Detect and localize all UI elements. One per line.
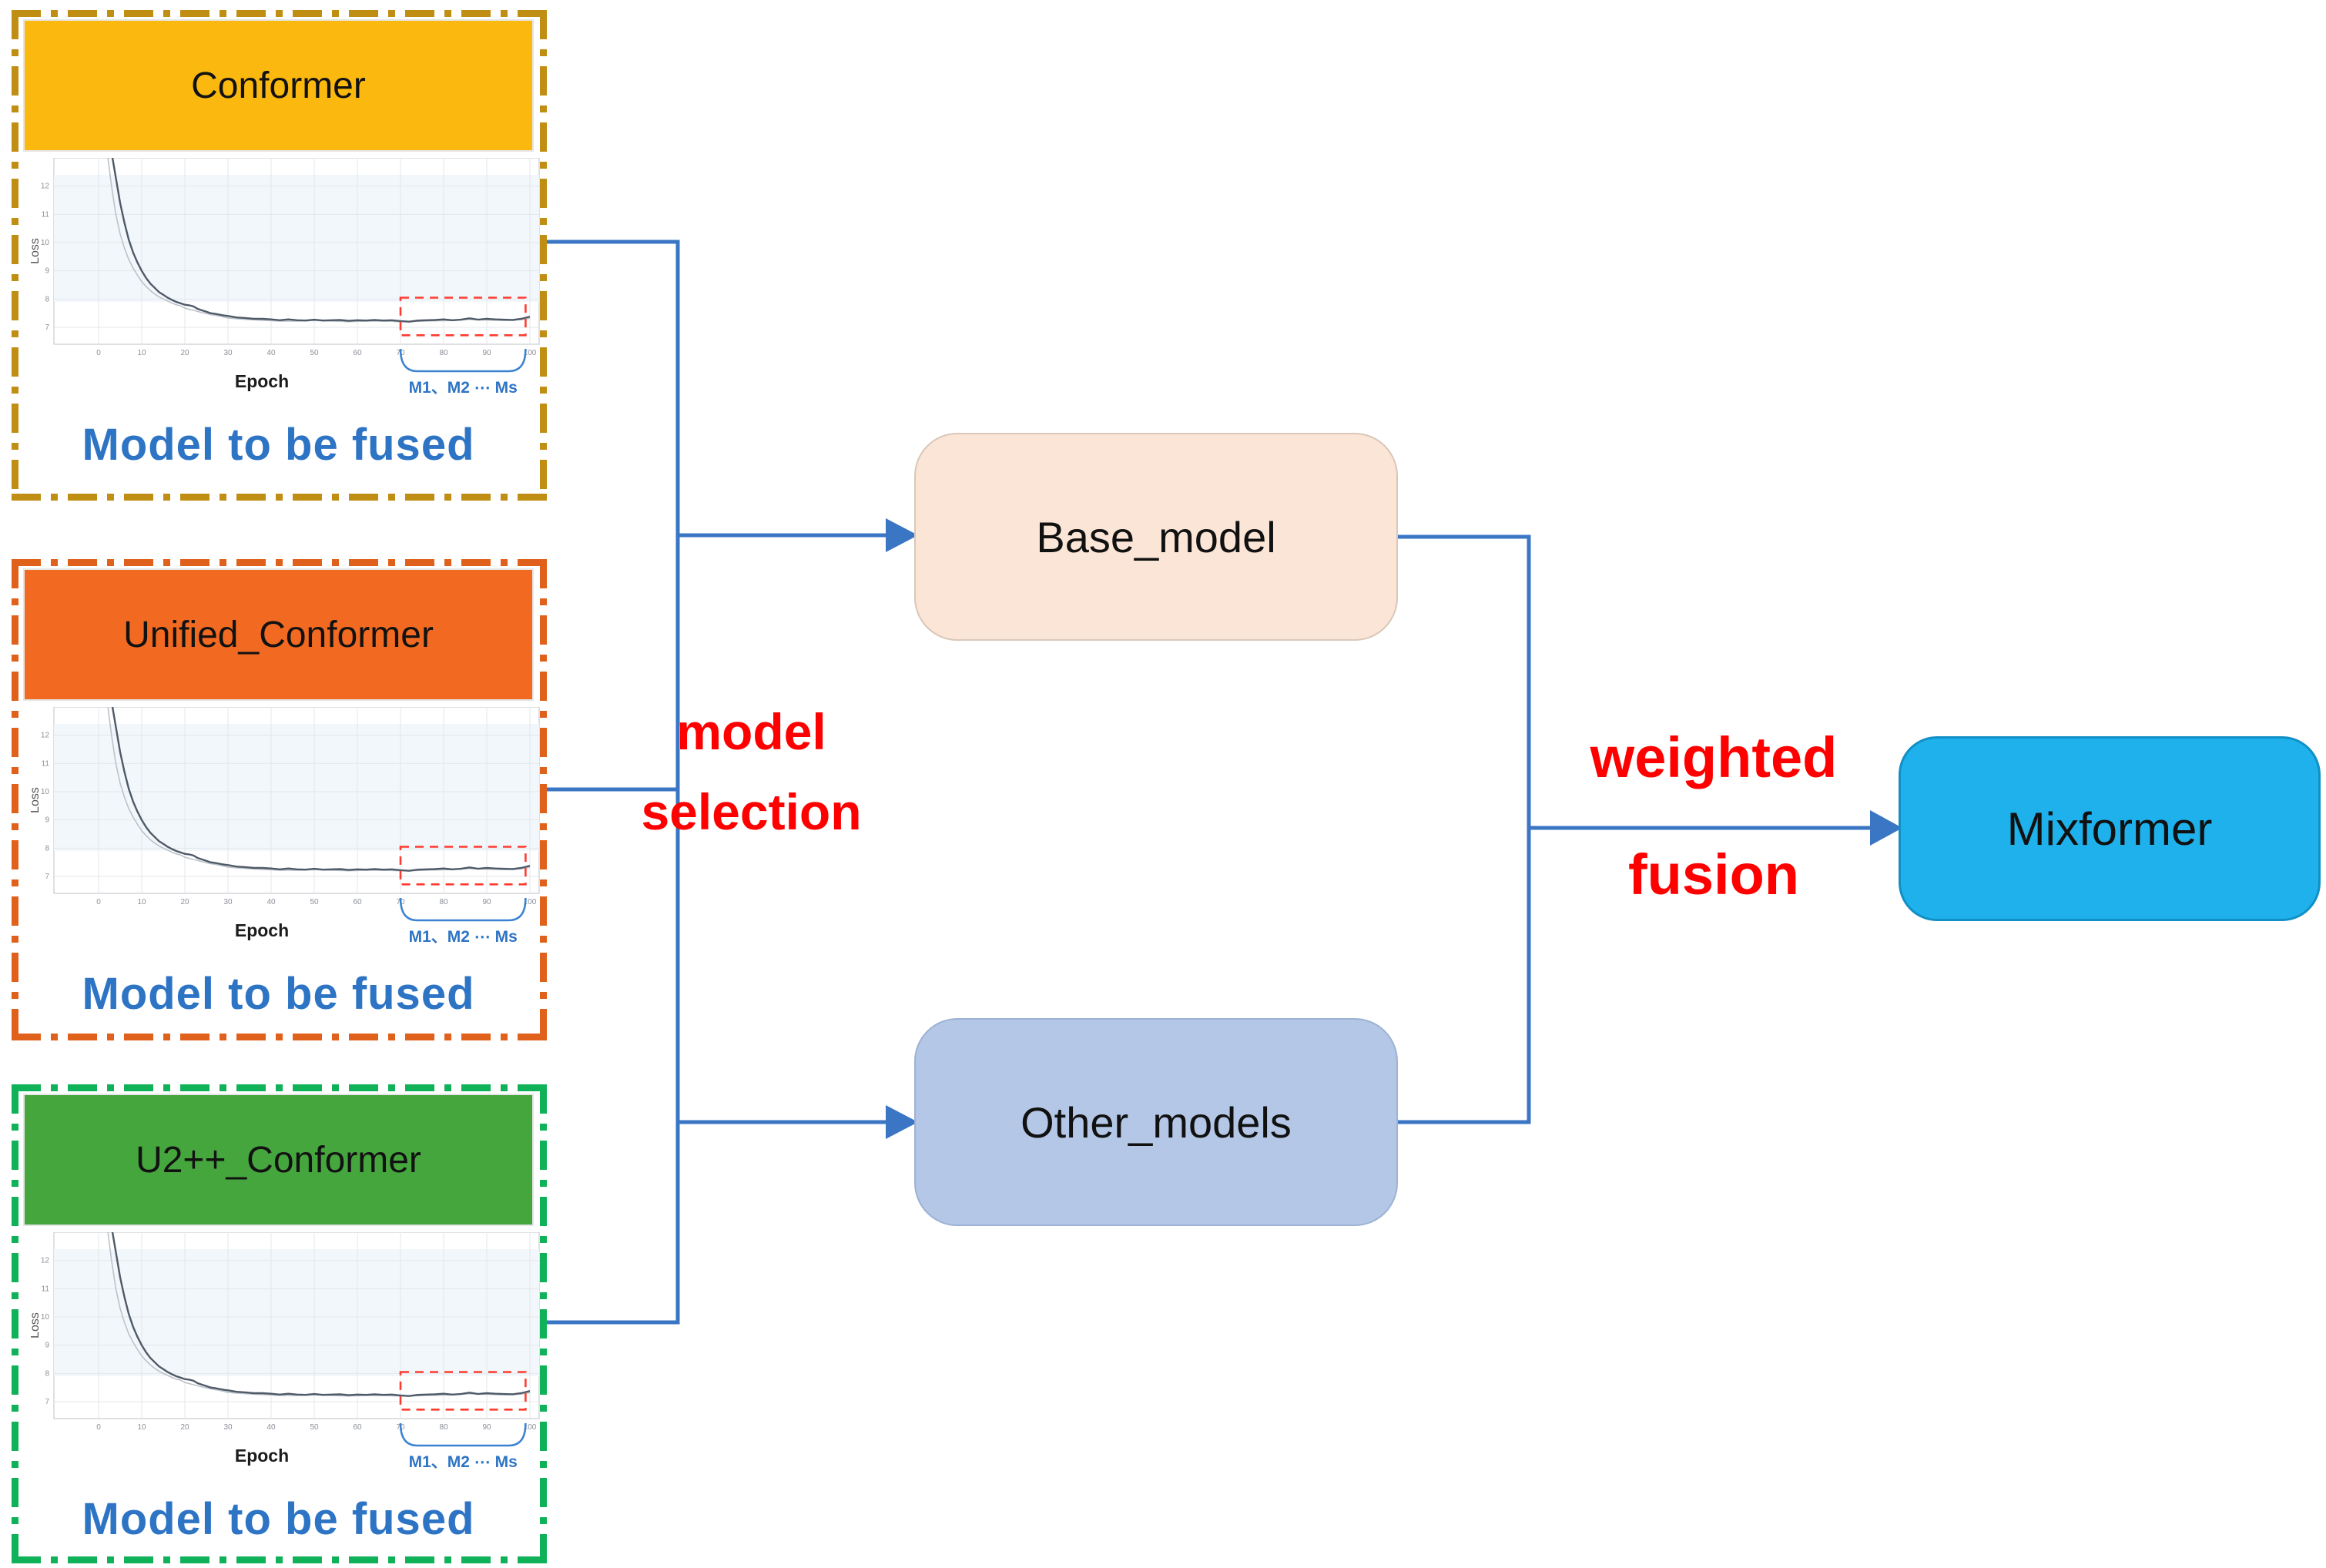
svg-text:60: 60 <box>353 1423 362 1432</box>
svg-text:100: 100 <box>524 349 537 357</box>
svg-text:100: 100 <box>524 1423 537 1432</box>
svg-text:10: 10 <box>137 1423 146 1432</box>
svg-text:80: 80 <box>439 898 448 906</box>
svg-text:Loss: Loss <box>31 787 42 813</box>
svg-text:11: 11 <box>42 1285 50 1293</box>
svg-text:9: 9 <box>45 1342 49 1350</box>
model-header-unified-conformer: Unified_Conformer <box>23 568 534 701</box>
panel-border-top <box>12 559 547 566</box>
svg-text:50: 50 <box>310 349 319 357</box>
base-model-arrowhead <box>886 518 918 552</box>
panel-border-bottom <box>12 494 547 501</box>
panel-border-top <box>12 10 547 17</box>
svg-text:7: 7 <box>45 873 49 881</box>
svg-text:8: 8 <box>45 1369 49 1378</box>
svg-text:30: 30 <box>223 898 233 906</box>
model-selection-label: model selection <box>584 692 919 852</box>
svg-text:0: 0 <box>96 349 101 357</box>
svg-text:7: 7 <box>45 1398 49 1406</box>
svg-text:50: 50 <box>310 898 319 906</box>
base-model-label: Base_model <box>1036 512 1276 561</box>
panel-border-left <box>12 10 18 501</box>
svg-text:10: 10 <box>41 788 50 796</box>
panel-border-bottom <box>12 1556 547 1563</box>
svg-text:40: 40 <box>266 349 276 357</box>
svg-text:12: 12 <box>41 183 50 191</box>
svg-text:12: 12 <box>41 1257 50 1265</box>
svg-text:100: 100 <box>524 898 537 906</box>
panel-caption: Model to be fused <box>82 1494 475 1544</box>
model-header-conformer: Conformer <box>23 19 534 152</box>
svg-text:9: 9 <box>45 267 49 276</box>
svg-text:12: 12 <box>41 732 50 740</box>
svg-text:80: 80 <box>439 1423 448 1432</box>
model-selection-line2: selection <box>641 783 862 840</box>
svg-text:90: 90 <box>482 898 491 906</box>
svg-text:11: 11 <box>42 759 50 768</box>
panel-border-left <box>12 1084 18 1563</box>
panel-caption: Model to be fused <box>82 969 475 1019</box>
model-header-u2pp-conformer: U2++_Conformer <box>23 1094 534 1226</box>
svg-text:Loss: Loss <box>31 238 42 264</box>
weighted-fusion-line2: fusion <box>1628 843 1799 906</box>
svg-text:Epoch: Epoch <box>235 920 289 940</box>
svg-text:M1、M2 ⋯ Ms: M1、M2 ⋯ Ms <box>409 379 518 397</box>
svg-text:10: 10 <box>137 349 146 357</box>
other-models-label: Other_models <box>1021 1097 1292 1147</box>
svg-text:M1、M2 ⋯ Ms: M1、M2 ⋯ Ms <box>409 928 518 946</box>
panel-border-left <box>12 559 18 1040</box>
svg-text:Epoch: Epoch <box>235 371 289 391</box>
model-selection-line1: model <box>676 703 826 760</box>
svg-text:Loss: Loss <box>31 1312 42 1338</box>
mixformer-node: Mixformer <box>1899 736 2321 921</box>
svg-text:30: 30 <box>223 349 233 357</box>
svg-text:10: 10 <box>137 898 146 906</box>
base-model-node: Base_model <box>914 433 1398 641</box>
svg-text:Epoch: Epoch <box>235 1446 289 1466</box>
svg-text:10: 10 <box>41 239 50 247</box>
svg-text:50: 50 <box>310 1423 319 1432</box>
weighted-fusion-label: weighted fusion <box>1529 699 1899 933</box>
svg-text:8: 8 <box>45 844 49 853</box>
svg-text:10: 10 <box>41 1313 50 1322</box>
svg-text:0: 0 <box>96 898 101 906</box>
fusion-collector-line <box>1398 534 1531 1124</box>
svg-text:90: 90 <box>482 349 491 357</box>
svg-text:8: 8 <box>45 295 49 303</box>
svg-text:20: 20 <box>180 1423 189 1432</box>
panel-border-top <box>12 1084 547 1091</box>
svg-text:60: 60 <box>353 349 362 357</box>
weighted-fusion-line1: weighted <box>1590 725 1838 789</box>
svg-text:30: 30 <box>223 1423 233 1432</box>
svg-text:20: 20 <box>180 349 189 357</box>
svg-text:80: 80 <box>439 349 448 357</box>
svg-text:90: 90 <box>482 1423 491 1432</box>
svg-text:M1、M2 ⋯ Ms: M1、M2 ⋯ Ms <box>409 1453 518 1471</box>
panel-border-bottom <box>12 1034 547 1040</box>
svg-text:9: 9 <box>45 816 49 825</box>
other-models-arrowhead <box>886 1105 918 1139</box>
svg-text:60: 60 <box>353 898 362 906</box>
svg-text:40: 40 <box>266 898 276 906</box>
mixformer-label: Mixformer <box>2006 802 2213 855</box>
other-models-node: Other_models <box>914 1018 1398 1226</box>
panel-caption: Model to be fused <box>82 420 475 470</box>
svg-text:11: 11 <box>42 210 50 219</box>
svg-text:40: 40 <box>266 1423 276 1432</box>
svg-text:0: 0 <box>96 1423 101 1432</box>
svg-text:7: 7 <box>45 323 49 332</box>
svg-text:20: 20 <box>180 898 189 906</box>
